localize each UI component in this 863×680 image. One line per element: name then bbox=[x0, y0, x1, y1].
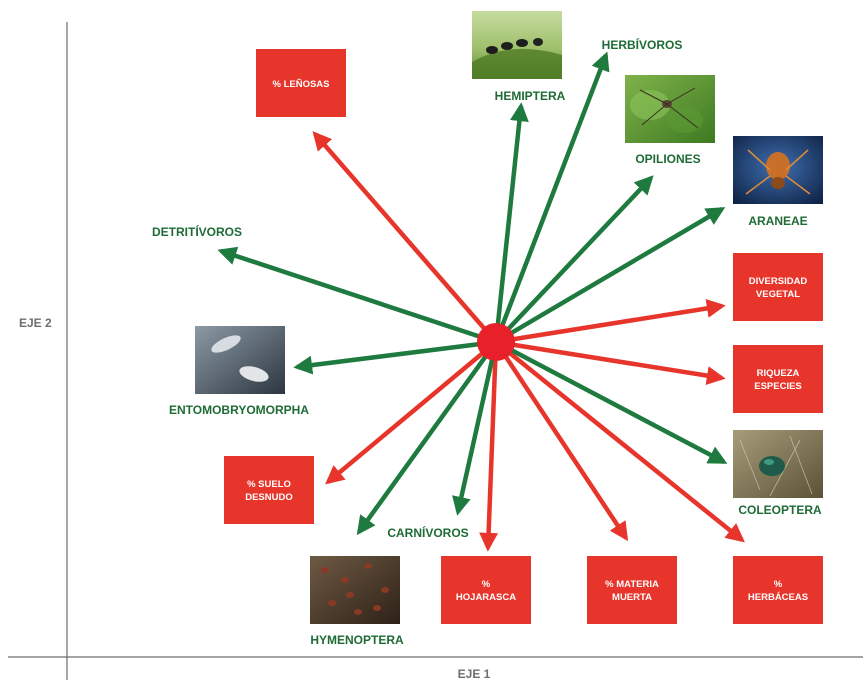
svg-text:VEGETAL: VEGETAL bbox=[756, 289, 800, 300]
arrow-entomo bbox=[293, 339, 497, 375]
variable-label: % LEÑOSAS bbox=[272, 79, 329, 90]
arrow-div-veg bbox=[495, 299, 726, 345]
arrow-coleoptera bbox=[494, 340, 728, 464]
svg-text:% MATERIA: % MATERIA bbox=[605, 579, 659, 590]
svg-text:%: % bbox=[774, 579, 783, 590]
svg-text:% SUELO: % SUELO bbox=[247, 479, 291, 490]
arrow-carnivoros bbox=[452, 341, 499, 516]
variable-box-hojarasca: % HOJARASCA bbox=[441, 556, 531, 624]
label-carnivoros: CARNÍVOROS bbox=[387, 525, 468, 540]
y-axis-label: EJE 2 bbox=[19, 316, 52, 330]
variable-arrows bbox=[312, 131, 745, 552]
arrow-araneae bbox=[494, 207, 726, 344]
variable-box-materia: % MATERIA MUERTA bbox=[587, 556, 677, 624]
arrow-opiliones bbox=[494, 175, 654, 344]
arrow-hemiptera bbox=[493, 102, 529, 343]
label-hemiptera: HEMIPTERA bbox=[495, 89, 566, 103]
x-axis-label: EJE 1 bbox=[458, 667, 491, 680]
harvestman-photo bbox=[625, 75, 715, 143]
arrow-riqueza bbox=[495, 339, 726, 385]
arrow-suelo bbox=[325, 340, 498, 485]
beetle-photo bbox=[733, 430, 823, 498]
svg-text:DESNUDO: DESNUDO bbox=[245, 492, 293, 503]
arrow-hojarasca bbox=[479, 341, 499, 552]
group-arrows bbox=[217, 51, 728, 536]
spider-photo bbox=[733, 136, 823, 204]
svg-text:HOJARASCA: HOJARASCA bbox=[456, 592, 516, 603]
svg-text:ESPECIES: ESPECIES bbox=[754, 381, 802, 392]
svg-text:RIQUEZA: RIQUEZA bbox=[757, 368, 800, 379]
variable-box-riqueza: RIQUEZA ESPECIES bbox=[733, 345, 823, 413]
label-opiliones: OPILIONES bbox=[635, 152, 700, 166]
svg-text:MUERTA: MUERTA bbox=[612, 592, 652, 603]
arrow-hymenoptera bbox=[356, 340, 498, 536]
label-entomo: ENTOMOBRYOMORPHA bbox=[169, 403, 309, 417]
center-point bbox=[477, 323, 515, 361]
label-araneae: ARANEAE bbox=[748, 214, 807, 228]
arrow-lenosas bbox=[312, 131, 498, 344]
svg-text:HERBÁCEAS: HERBÁCEAS bbox=[748, 592, 808, 603]
label-herbivoros: HERBÍVOROS bbox=[602, 37, 683, 52]
label-detritivoros: DETRITÍVOROS bbox=[152, 224, 242, 239]
svg-text:%: % bbox=[482, 579, 491, 590]
arrow-herbivoros bbox=[493, 51, 610, 343]
arrow-herbaceas bbox=[494, 340, 745, 543]
arrow-materia bbox=[494, 340, 629, 542]
variable-box-herbaceas: % HERBÁCEAS bbox=[733, 556, 823, 624]
label-coleoptera: COLEOPTERA bbox=[738, 503, 822, 517]
aphids-photo bbox=[472, 11, 562, 79]
label-hymenoptera: HYMENOPTERA bbox=[310, 633, 404, 647]
variable-box-suelo: % SUELO DESNUDO bbox=[224, 456, 314, 524]
variable-box-div-veg: DIVERSIDAD VEGETAL bbox=[733, 253, 823, 321]
svg-text:DIVERSIDAD: DIVERSIDAD bbox=[749, 276, 808, 287]
ants-photo bbox=[310, 556, 400, 624]
springtail-photo bbox=[195, 326, 285, 394]
arrow-detritivoros bbox=[217, 246, 497, 345]
variable-box-lenosas: % LEÑOSAS bbox=[256, 49, 346, 117]
